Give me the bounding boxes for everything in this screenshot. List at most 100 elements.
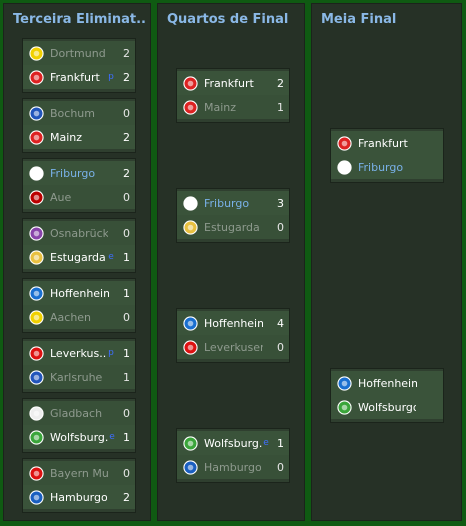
result-marker: e [109,432,115,442]
team-name: Frankfurt [50,70,100,84]
team-score: 4 [277,316,284,330]
team-name: Leverkus.. [50,346,107,360]
team-name: Mainz [204,100,237,114]
team-name: Hamburgo [50,490,108,504]
hoffenheim-badge-icon [29,285,44,301]
team-row[interactable]: Bayern Mu.. 0 [23,461,135,485]
team-name: Hoffenheim [50,286,109,300]
team-name: Bayern Mu.. [50,466,109,480]
result-marker: e [263,438,269,448]
team-row[interactable]: Hoffenheim [331,371,443,395]
team-score: 0 [277,220,284,234]
team-score: 3 [277,196,284,210]
result-marker: p [108,348,114,358]
bochum-badge-icon [29,105,44,121]
team-row[interactable]: Aachen 0 [23,305,135,329]
team-name: Bochum [50,106,95,120]
team-score: 0 [123,226,130,240]
bayern-badge-icon [29,465,44,481]
team-row[interactable]: Estugarda 0 [177,215,289,239]
team-name: Gladbach [50,406,103,420]
team-score: 0 [123,406,130,420]
team-score: 0 [123,190,130,204]
team-row[interactable]: Wolfsburgo [331,395,443,419]
hamburg-badge-icon [183,459,198,475]
team-score: 2 [123,166,130,180]
team-score: 1 [123,346,130,360]
hoffenheim-badge-icon [183,315,198,331]
team-row[interactable]: Friburgo [331,155,443,179]
team-row[interactable]: Hoffenheim 1 [23,281,135,305]
team-name: Estugarda [204,220,260,234]
team-score: 0 [277,460,284,474]
frankfurt-badge-icon [29,69,44,85]
team-score: 1 [123,370,130,384]
dortmund-badge-icon [29,45,44,61]
team-score: 1 [123,286,130,300]
team-row[interactable]: Frankfurt [331,131,443,155]
wolfsburg-badge-icon [337,399,352,415]
result-marker: e [108,252,114,262]
team-score: 0 [123,466,131,480]
frankfurt-badge-icon [337,135,352,151]
karlsruhe-badge-icon [29,369,44,385]
team-name: Leverkusen [204,340,263,354]
wolfsburg-badge-icon [29,429,44,445]
team-score: 1 [277,100,284,114]
team-score: 0 [123,310,130,324]
team-name: Aachen [50,310,92,324]
gladbach-badge-icon [29,405,44,421]
result-marker: p [108,72,114,82]
team-name: Frankfurt [204,76,254,90]
osnabruck-badge-icon [29,225,44,241]
team-row[interactable]: Gladbach 0 [23,401,135,425]
column-sf: Meia Final [311,3,462,521]
leverkusen-badge-icon [29,345,44,361]
team-name: Frankfurt [358,136,408,150]
freiburg-badge-icon [337,159,352,175]
team-name: Wolfsburg.. [50,430,109,444]
hamburg-badge-icon [29,489,44,505]
mainz-badge-icon [29,129,44,145]
team-name: Wolfsburg.. [204,436,263,450]
team-name: Wolfsburgo [358,400,417,414]
stuttgart-badge-icon [183,219,198,235]
team-score: 1 [123,430,130,444]
team-score: 1 [277,436,284,450]
team-row[interactable]: Mainz 1 [177,95,289,119]
wolfsburg-badge-icon [183,435,198,451]
team-score: 2 [123,70,130,84]
